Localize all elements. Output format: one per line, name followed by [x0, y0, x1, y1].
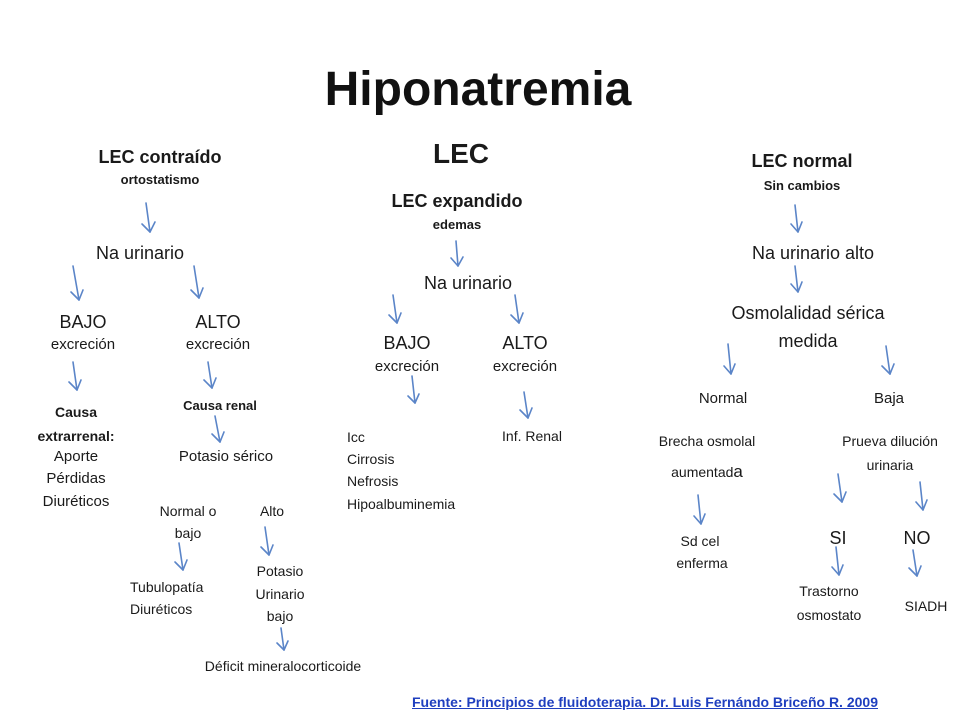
causa-extra-item: Diuréticos [42, 493, 110, 510]
middle-alto-sub: excreción [492, 358, 558, 375]
osm-baja: Baja [873, 390, 905, 407]
arrow-icon [693, 494, 706, 525]
arrow-icon [260, 526, 274, 556]
sd-cel-1: Sd cel [680, 533, 720, 549]
middle-bajo-item: Icc [347, 429, 365, 445]
left-bajo: BAJO [59, 312, 107, 332]
middle-na-urinario: Na urinario [423, 273, 513, 293]
arrow-icon [790, 204, 803, 233]
lec-contraido-sub: ortostatismo [120, 172, 200, 187]
prueba-dilucion-1: Prueva dilución [842, 433, 938, 449]
lec-contraido-heading: LEC contraído [98, 147, 222, 167]
inf-renal: Inf. Renal [502, 428, 562, 444]
left-na-urinario: Na urinario [95, 243, 185, 263]
potasio-urinario-1: Potasio [256, 563, 304, 579]
left-alto: ALTO [195, 312, 241, 332]
causa-extrarrenal-2: extrarrenal: [37, 428, 115, 444]
middle-bajo-item: Cirrosis [347, 451, 395, 467]
brecha-osmolal-2: aumentada [671, 462, 743, 481]
arrow-icon [276, 627, 289, 651]
potasio-urinario-3: bajo [266, 608, 294, 624]
middle-alto: ALTO [502, 333, 548, 353]
normal-o-bajo-1: Normal o [159, 503, 217, 519]
lec-label: LEC [433, 138, 489, 169]
arrow-icon [141, 202, 156, 233]
causa-extra-item: Pérdidas [46, 470, 106, 487]
arrow-icon [519, 391, 533, 419]
osmolalidad-2: medida [778, 331, 838, 351]
arrow-icon [908, 549, 922, 577]
arrow-icon [211, 415, 225, 443]
osmolalidad-1: Osmolalidad sérica [731, 303, 885, 323]
left-bajo-sub: excreción [50, 336, 116, 353]
si-label: SI [829, 528, 847, 548]
causa-extra-item: Aporte [53, 448, 99, 465]
arrow-icon [203, 361, 217, 389]
normal-o-bajo-2: bajo [174, 525, 202, 541]
lec-normal-heading: LEC normal [751, 151, 853, 171]
right-na-urinario-alto: Na urinario alto [751, 243, 875, 263]
arrow-icon [407, 375, 420, 404]
causa-extrarrenal-1: Causa [54, 404, 98, 420]
potasio-serico: Potasio sérico [178, 448, 274, 465]
middle-bajo-item: Hipoalbuminemia [347, 496, 456, 512]
alto-k: Alto [259, 503, 285, 519]
left-alto-sub: excreción [185, 336, 251, 353]
trastorno-1: Trastorno [799, 583, 859, 599]
no-label: NO [903, 528, 931, 548]
arrow-icon [915, 481, 928, 511]
lec-normal-sub: Sin cambios [763, 178, 841, 193]
page-title: Hiponatremia [324, 63, 632, 116]
brecha-osmolal-1: Brecha osmolal [658, 433, 756, 449]
arrow-icon [450, 240, 464, 267]
arrow-icon [723, 343, 736, 375]
source-link[interactable]: Fuente: Principios de fluidoterapia. Dr.… [412, 694, 878, 710]
potasio-urinario-2: Urinario [255, 586, 305, 602]
middle-bajo-item: Nefrosis [347, 473, 399, 489]
arrow-icon [833, 473, 847, 503]
middle-bajo: BAJO [383, 333, 431, 353]
arrow-icon [881, 345, 895, 375]
siadh: SIADH [904, 598, 948, 614]
tubulopatia: Tubulopatía [130, 579, 204, 595]
arrow-icon [510, 294, 524, 324]
lec-expandido-sub: edemas [432, 217, 482, 232]
lec-expandido-heading: LEC expandido [391, 191, 523, 211]
arrow-icon [831, 546, 844, 576]
deficit-mineralocorticoide: Déficit mineralocorticoide [204, 658, 362, 674]
sd-cel-2: enferma [676, 555, 728, 571]
arrow-icon [790, 265, 803, 293]
arrow-icon [388, 294, 402, 324]
causa-renal: Causa renal [183, 398, 257, 413]
arrow-icon [70, 265, 84, 301]
middle-bajo-sub: excreción [374, 358, 440, 375]
prueba-dilucion-2: urinaria [866, 457, 914, 473]
arrow-icon [68, 361, 82, 391]
trastorno-2: osmostato [796, 607, 862, 623]
osm-normal: Normal [698, 390, 748, 407]
arrow-icon [190, 265, 204, 299]
diureticos: Diuréticos [130, 601, 193, 617]
arrow-icon [174, 542, 188, 571]
